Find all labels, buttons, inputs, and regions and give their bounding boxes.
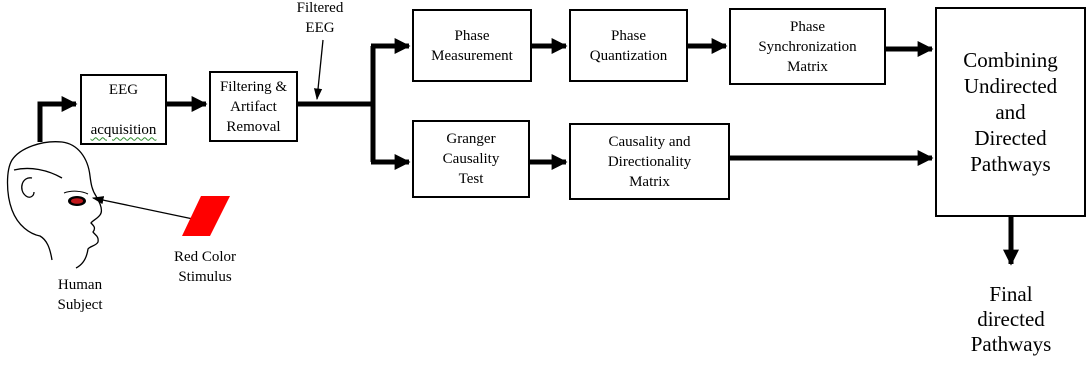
eeg-acquisition-box: EEG acquisition bbox=[80, 74, 167, 145]
phase-measurement-label: Phase Measurement bbox=[431, 27, 513, 64]
filtering-label: Filtering & Artifact Removal bbox=[219, 78, 288, 135]
human-head-icon bbox=[6, 141, 103, 269]
human-subject-label: Human Subject bbox=[57, 277, 103, 313]
combining-box: Combining Undirected and Directed Pathwa… bbox=[935, 7, 1086, 217]
causality-matrix-label: Causality and Directionality Matrix bbox=[607, 133, 692, 190]
red-stimulus-shape bbox=[182, 196, 230, 236]
phase-quantization-box: Phase Quantization bbox=[569, 9, 688, 82]
phase-measurement-box: Phase Measurement bbox=[412, 9, 532, 82]
granger-box: Granger Causality Test bbox=[412, 120, 530, 198]
brow-line bbox=[63, 190, 89, 195]
filtered-eeg-label: Filtered EEG bbox=[296, 0, 344, 36]
phase-synchronization-box: Phase Synchronization Matrix bbox=[729, 8, 886, 85]
eeg-acquisition-line1: EEG bbox=[108, 81, 139, 98]
phase-quantization-label: Phase Quantization bbox=[589, 27, 668, 64]
stimulus-sightline bbox=[91, 196, 194, 220]
granger-label: Granger Causality Test bbox=[442, 131, 500, 187]
final-pathways-label: Final directed Pathways bbox=[970, 282, 1052, 356]
filtering-box: Filtering & Artifact Removal bbox=[209, 71, 298, 142]
filtered-eeg-pointer bbox=[313, 39, 324, 101]
eye-pupil bbox=[71, 198, 83, 204]
eeg-acquisition-line2: acquisition bbox=[90, 121, 157, 138]
phase-synchronization-label: Phase Synchronization Matrix bbox=[758, 18, 857, 75]
combining-label: Combining Undirected and Directed Pathwa… bbox=[963, 48, 1058, 176]
ear-icon bbox=[21, 177, 35, 198]
hair-line bbox=[13, 167, 63, 179]
causality-matrix-box: Causality and Directionality Matrix bbox=[569, 123, 730, 200]
stimulus-label: Red Color Stimulus bbox=[173, 249, 237, 285]
arrow-head-to-acquisition bbox=[37, 95, 78, 142]
